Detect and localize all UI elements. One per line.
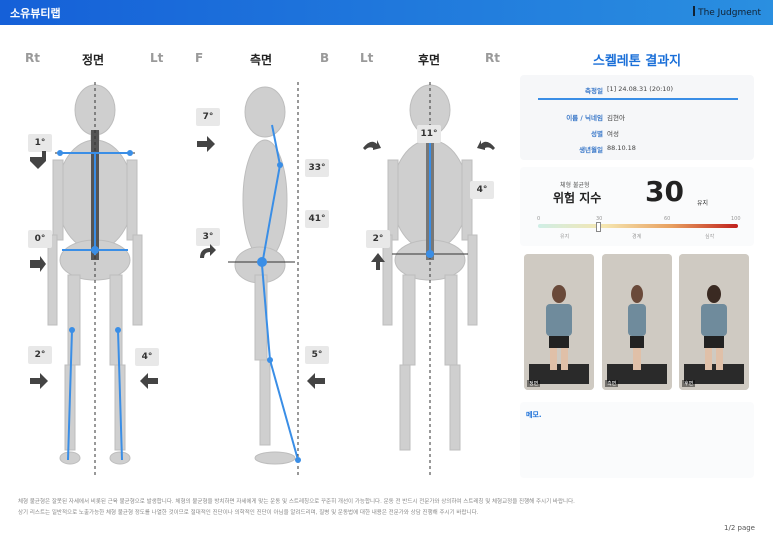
brand-logo-text: The Judgment <box>698 8 761 18</box>
birth-label: 생년월일 <box>579 146 603 154</box>
side-head-angle: 7° <box>196 108 220 126</box>
front-title: 정면 <box>82 53 105 67</box>
side-mid-angle: 41° <box>305 210 329 228</box>
skeleton-figures <box>47 82 478 475</box>
scale-label-caution: 경계 <box>632 234 642 240</box>
top-bar: 소유뷰티랩 The Judgment <box>0 0 773 25</box>
back-title: 후면 <box>418 53 441 67</box>
arrow-left-icon <box>140 373 158 389</box>
brand-logo: The Judgment <box>693 6 761 18</box>
person-back-icon <box>679 254 749 390</box>
date-label: 측정일 <box>585 87 603 95</box>
back-right-label: Rt <box>485 51 500 65</box>
brand-name: 소유뷰티랩 <box>10 7 61 20</box>
logo-mark-icon <box>693 6 696 16</box>
front-left-label: Rt <box>25 51 40 65</box>
name-label: 이름 / 닉네임 <box>566 114 603 122</box>
side-left-label: F <box>195 51 204 65</box>
front-shoulder-angle: 1° <box>28 134 52 152</box>
gender-label: 성별 <box>591 130 603 138</box>
scale-tick-30: 30 <box>596 216 603 222</box>
birth-value: 88.10.18 <box>607 144 636 152</box>
side-upper-angle: 33° <box>305 159 329 177</box>
scale-tick-100: 100 <box>731 216 741 222</box>
risk-scale-bar <box>538 224 738 228</box>
front-knee-left-angle: 2° <box>28 346 52 364</box>
back-pelvis-angle: 2° <box>366 230 390 248</box>
back-neck-angle: 11° <box>417 125 441 143</box>
footer-line-2: 상기 리스트는 일반적으로 노출가능한 체형 불균형 정도를 나열한 것이므로 … <box>18 510 479 516</box>
photo-tag-back: 후면 <box>682 380 696 387</box>
memo-box[interactable]: 메모. <box>520 402 754 478</box>
direction-arrows <box>30 136 495 389</box>
arrow-right-icon <box>30 373 48 389</box>
rotate-arrow-icon <box>30 256 46 272</box>
gender-value: 여성 <box>607 130 619 138</box>
photo-tag-front: 정면 <box>527 380 541 387</box>
side-right-label: B <box>320 51 330 65</box>
name-value: 김현아 <box>607 114 625 122</box>
arrow-down-icon <box>30 151 46 169</box>
risk-label: 위험 지수 <box>553 191 602 205</box>
footer-line-1: 체형 불균형은 잘못된 자세에서 비롯된 근육 불균형으로 발생합니다. 체형의… <box>18 499 575 505</box>
arrow-left-icon <box>307 373 325 389</box>
scale-label-severe: 심각 <box>705 234 715 240</box>
risk-card <box>520 167 754 246</box>
rotate-arrow-icon <box>200 244 216 258</box>
arrow-up-icon <box>371 253 385 270</box>
rotate-arrow-icon <box>477 140 495 150</box>
front-pelvis-angle: 0° <box>28 230 52 248</box>
page-number: 1/2 page <box>724 524 755 532</box>
scale-tick-0: 0 <box>537 216 541 222</box>
back-photo: 후면 <box>679 254 749 390</box>
body-type-label: 체형 불균형 <box>560 182 590 189</box>
back-left-label: Lt <box>360 51 374 65</box>
front-photo: 정면 <box>524 254 594 390</box>
arrow-right-icon <box>197 136 215 152</box>
risk-scale-marker <box>596 222 601 232</box>
front-knee-right-angle: 4° <box>135 348 159 366</box>
risk-value: 30 <box>645 175 684 208</box>
info-panel <box>520 75 754 160</box>
person-side-icon <box>602 254 672 390</box>
risk-status: 유지 <box>697 200 709 207</box>
person-front-icon <box>524 254 594 390</box>
side-pelvis-angle: 3° <box>196 228 220 246</box>
side-photo: 측면 <box>602 254 672 390</box>
report-title: 스켈레톤 결과지 <box>592 54 682 69</box>
scale-tick-60: 60 <box>664 216 671 222</box>
side-knee-angle: 5° <box>305 346 329 364</box>
photo-tag-side: 측면 <box>605 380 619 387</box>
memo-label: 메모. <box>526 411 542 419</box>
front-right-label: Lt <box>150 51 164 65</box>
info-divider <box>538 98 738 100</box>
back-shoulder-angle: 4° <box>470 181 494 199</box>
scale-label-maintain: 유지 <box>560 234 570 240</box>
rotate-arrow-icon <box>363 140 381 150</box>
side-title: 측면 <box>250 53 273 67</box>
date-value: [1] 24.08.31 (20:10) <box>607 85 674 93</box>
